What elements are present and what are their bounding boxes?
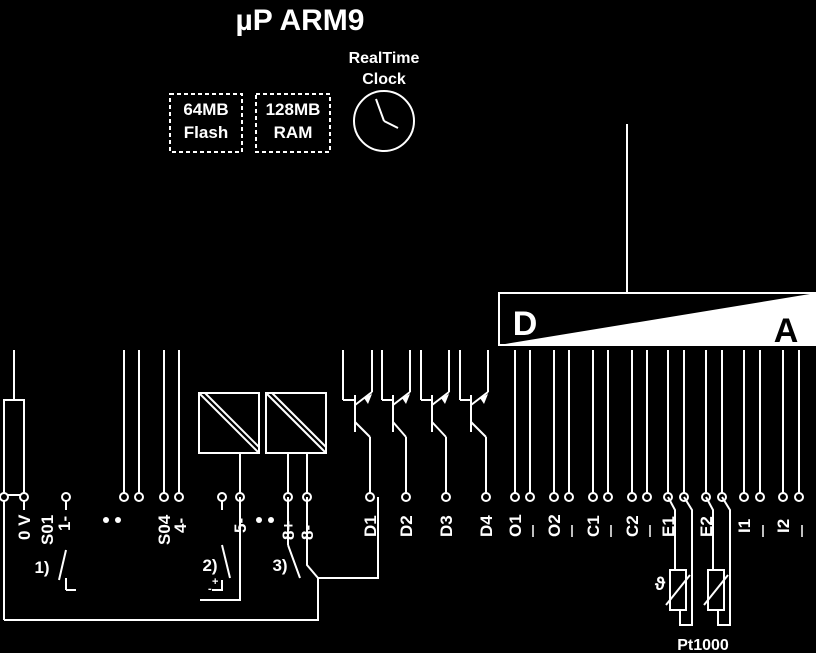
clock-label-line1: RealTime	[349, 50, 420, 67]
terminal-label-d2: D2	[397, 515, 416, 537]
terminal-label-d4: D4	[477, 515, 496, 537]
cpu-title: µP ARM9	[236, 4, 365, 37]
terminal-label-o2: O2	[545, 514, 564, 537]
pt1000-label: Pt1000	[677, 637, 729, 653]
terminal-labels: 0 V S01 1- S04 4- 5- 8+ 8- D1 D2 D3 D4 O…	[15, 514, 793, 545]
terminal-label-s04: S04	[155, 514, 174, 545]
terminal-label-o1: O1	[506, 514, 525, 537]
terminal-label-i2: I2	[774, 519, 793, 533]
terminal-label-0v: 0 V	[15, 514, 34, 540]
switch-s01: 1)	[34, 492, 76, 591]
terminal-label-i1: I1	[735, 519, 754, 533]
thermo-symbol: ϑ	[655, 574, 666, 594]
ram-size: 128MB	[266, 100, 321, 119]
pt1000-sensor-e2	[707, 569, 725, 611]
digital-outputs	[342, 350, 491, 502]
da-converter: D A	[498, 124, 816, 350]
note-1: 1)	[34, 558, 49, 577]
terminal-label-8-minus: 8-	[298, 525, 317, 540]
terminal-group-s04	[119, 350, 184, 502]
flash-memory-box: 64MB Flash	[169, 93, 243, 153]
switch-5: - + 2)	[200, 497, 241, 601]
isolator-module-8	[265, 392, 327, 502]
converter-analog-label: A	[774, 312, 799, 350]
switch-8: 3)	[272, 497, 379, 579]
isolator-module-5	[198, 392, 260, 510]
polarity-minus: -	[208, 583, 212, 595]
terminal-label-1-minus: 1-	[55, 516, 74, 531]
terminal-label-c2: C2	[623, 515, 642, 537]
converter-digital-label: D	[513, 305, 538, 343]
pt1000-sensors: ϑ Pt1000	[655, 496, 731, 653]
terminal-label-8-plus: 8+	[279, 521, 298, 540]
terminal-label-4-minus: 4-	[171, 518, 190, 533]
pt1000-sensor-e1	[669, 569, 687, 611]
note-2: 2)	[202, 556, 217, 575]
label-overbars	[532, 525, 803, 537]
terminal-label-5-minus: 5-	[231, 518, 250, 533]
terminal-label-e1: E1	[659, 516, 678, 537]
ram-memory-box: 128MB RAM	[255, 93, 331, 153]
terminal-label-s01: S01	[38, 515, 57, 545]
analog-io-lines	[510, 350, 804, 502]
clock-label-line2: Clock	[362, 71, 406, 88]
terminal-label-d3: D3	[437, 515, 456, 537]
terminal-label-c1: C1	[584, 515, 603, 537]
note-3: 3)	[272, 556, 287, 575]
terminal-label-d1: D1	[361, 515, 380, 537]
flash-size: 64MB	[183, 100, 228, 119]
ram-label: RAM	[274, 123, 313, 142]
clock-icon	[353, 90, 415, 152]
realtime-clock: RealTime Clock	[349, 50, 420, 152]
flash-label: Flash	[184, 123, 228, 142]
polarity-plus: +	[212, 576, 218, 588]
terminal-group-0v	[0, 350, 319, 621]
terminal-label-e2: E2	[697, 516, 716, 537]
